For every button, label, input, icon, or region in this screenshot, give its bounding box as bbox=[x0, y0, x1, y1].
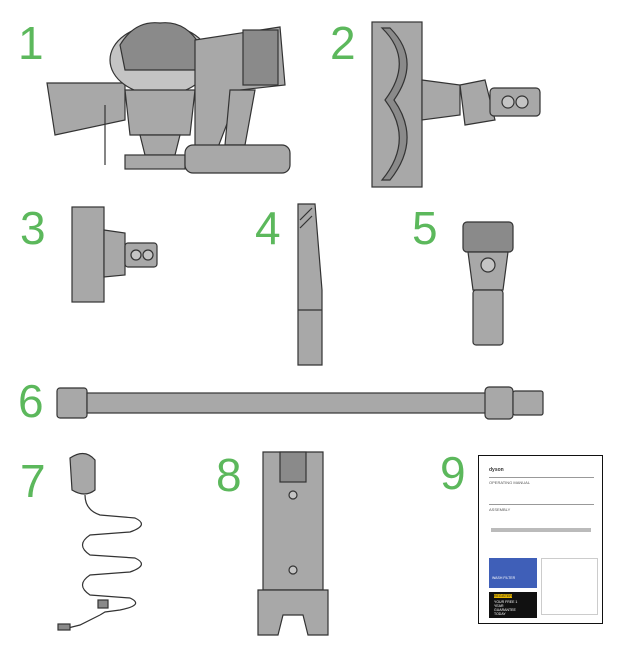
item-number-5: 5 bbox=[412, 202, 438, 254]
item-number-7: 7 bbox=[20, 455, 46, 507]
wand-illustration bbox=[56, 386, 544, 420]
manual-title: OPERATING MANUAL bbox=[489, 480, 531, 485]
item-number-1: 1 bbox=[18, 17, 44, 69]
item-number-2: 2 bbox=[330, 17, 356, 69]
operating-manual-illustration: dyson OPERATING MANUAL ASSEMBLY WASH FIL… bbox=[478, 455, 603, 624]
manual-filter-heading: WASH FILTER bbox=[492, 576, 516, 580]
item-number-4: 4 bbox=[255, 202, 281, 254]
item-number-8: 8 bbox=[216, 449, 242, 501]
docking-station-illustration bbox=[257, 451, 329, 636]
manual-register-tag: REGISTER bbox=[494, 594, 512, 598]
manual-section: ASSEMBLY bbox=[489, 507, 511, 512]
item-number-6: 6 bbox=[18, 375, 44, 427]
crevice-tool-illustration bbox=[297, 203, 323, 366]
handheld-vacuum-illustration bbox=[46, 22, 291, 174]
manual-register-text: YOUR FREE 1 YEAR GUARANTEE TODAY bbox=[494, 600, 518, 616]
manual-brand: dyson bbox=[489, 467, 504, 473]
combination-tool-illustration bbox=[462, 221, 514, 346]
mini-motorized-tool-illustration bbox=[71, 206, 158, 303]
item-number-9: 9 bbox=[440, 447, 466, 499]
motorhead-illustration bbox=[371, 21, 541, 188]
item-number-3: 3 bbox=[20, 202, 46, 254]
charger-illustration bbox=[57, 452, 142, 631]
